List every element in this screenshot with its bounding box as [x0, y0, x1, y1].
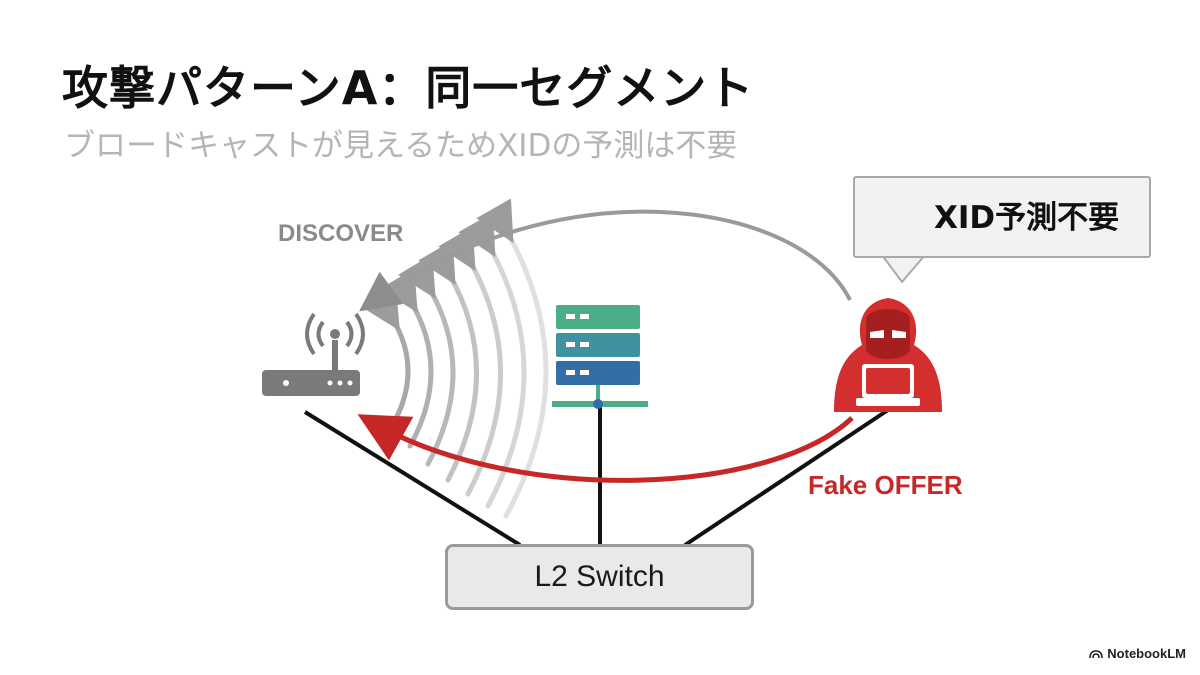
page-subtitle: ブロードキャストが見えるためXIDの予測は不要	[64, 128, 738, 164]
brand-watermark: NotebookLM	[1089, 646, 1186, 661]
brand-label: NotebookLM	[1107, 646, 1186, 661]
server-icon	[552, 305, 648, 409]
fake-offer-arrow	[357, 414, 854, 483]
link-attacker-switch	[683, 408, 890, 547]
page-title: 攻撃パターンA：同一セグメント	[62, 61, 755, 115]
callout-text: XID予測不要	[934, 200, 1120, 236]
switch-links	[303, 407, 890, 547]
router-icon	[262, 312, 365, 396]
l2-switch-label: L2 Switch	[534, 560, 665, 593]
l2-switch-box	[445, 544, 754, 610]
callout-tail	[881, 254, 926, 283]
fake-offer-label: Fake OFFER	[808, 470, 963, 500]
discover-label: DISCOVER	[278, 220, 404, 247]
link-router-switch	[303, 410, 522, 547]
attacker-icon	[834, 298, 942, 412]
discover-arrow	[359, 209, 852, 312]
warning-callout	[853, 176, 1151, 258]
notebooklm-logo-icon	[1089, 649, 1104, 658]
